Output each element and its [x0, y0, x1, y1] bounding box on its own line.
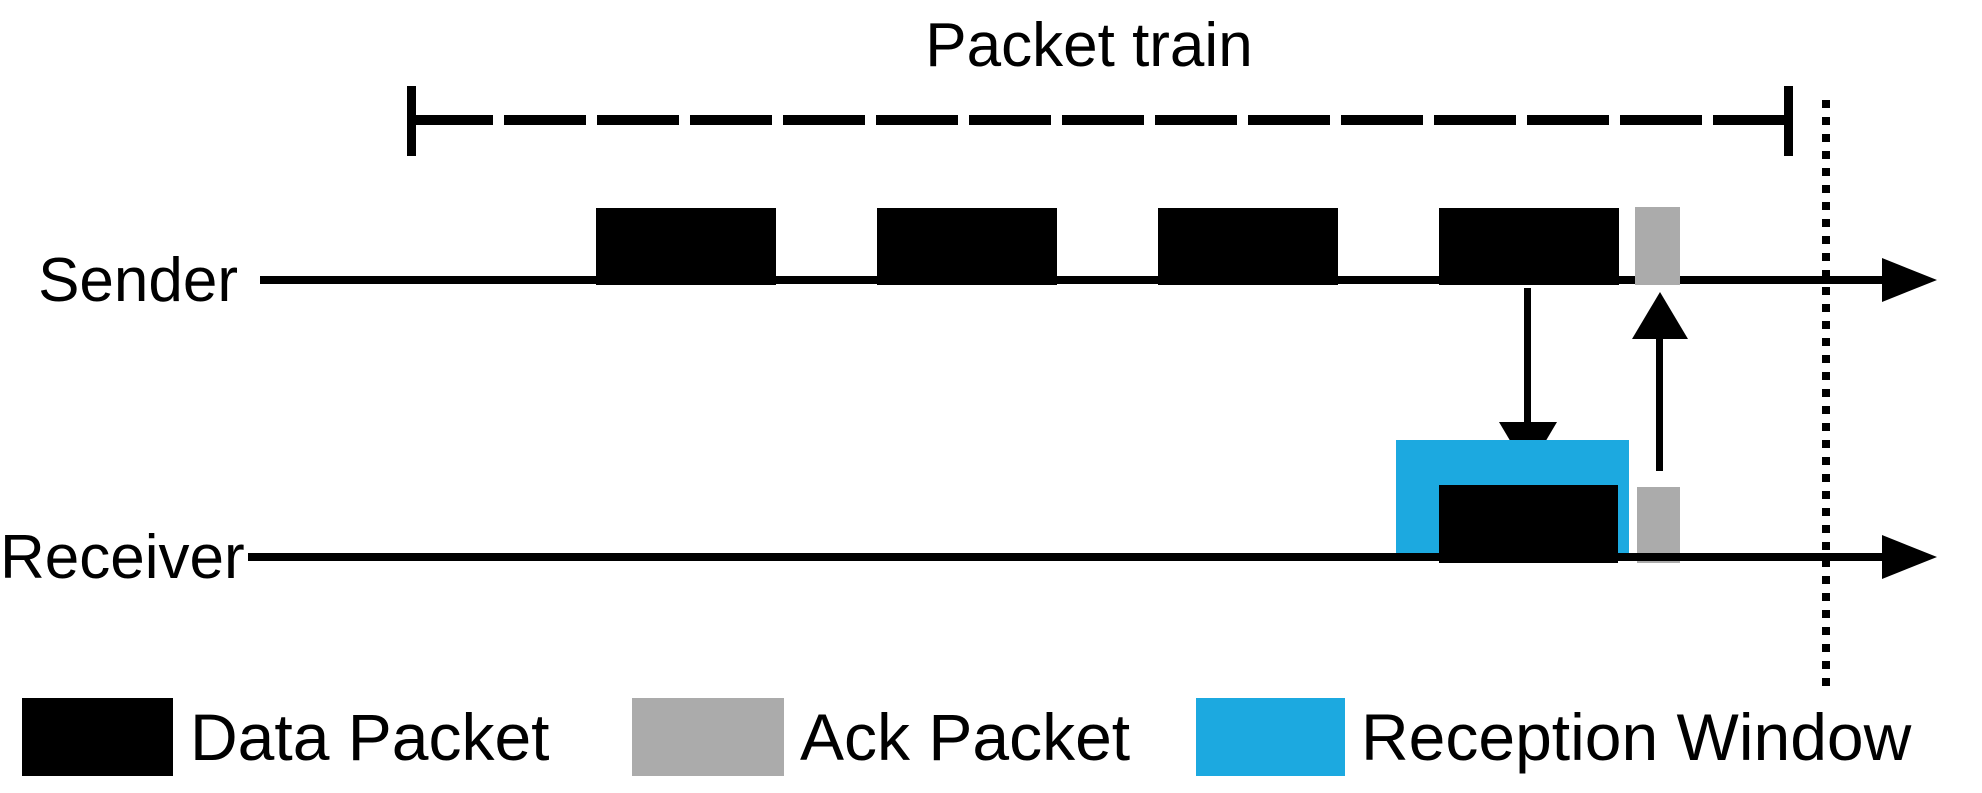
receiver-timeline-arrowhead-icon: [1882, 535, 1937, 579]
time-boundary-dotted-line: [1822, 100, 1830, 686]
up-arrow-line: [1656, 338, 1663, 471]
receiver-ack-packet: [1637, 487, 1680, 563]
legend-swatch-ack-packet: [632, 698, 784, 776]
receiver-data-packet: [1439, 485, 1618, 563]
sender-data-packet-3: [1158, 208, 1338, 285]
bracket-dashed-line: [411, 115, 1789, 125]
down-arrow-line: [1524, 288, 1531, 424]
legend-swatch-reception-window: [1196, 698, 1345, 776]
sender-timeline: [260, 276, 1882, 284]
sender-ack-packet: [1635, 207, 1680, 285]
receiver-label: Receiver: [0, 523, 245, 592]
bracket-right-tick: [1784, 86, 1793, 156]
receiver-timeline: [248, 553, 1882, 561]
up-arrowhead-icon: [1632, 292, 1688, 339]
sender-data-packet-4: [1439, 208, 1619, 285]
sender-data-packet-2: [877, 208, 1057, 285]
legend-label-reception-window: Reception Window: [1361, 700, 1912, 774]
legend-label-data-packet: Data Packet: [190, 700, 550, 774]
legend-label-ack-packet: Ack Packet: [800, 700, 1131, 774]
sender-timeline-arrowhead-icon: [1882, 258, 1937, 302]
sender-data-packet-1: [596, 208, 776, 285]
figure-title: Packet train: [925, 11, 1253, 80]
legend-swatch-data-packet: [22, 698, 173, 776]
sender-label: Sender: [38, 246, 238, 315]
